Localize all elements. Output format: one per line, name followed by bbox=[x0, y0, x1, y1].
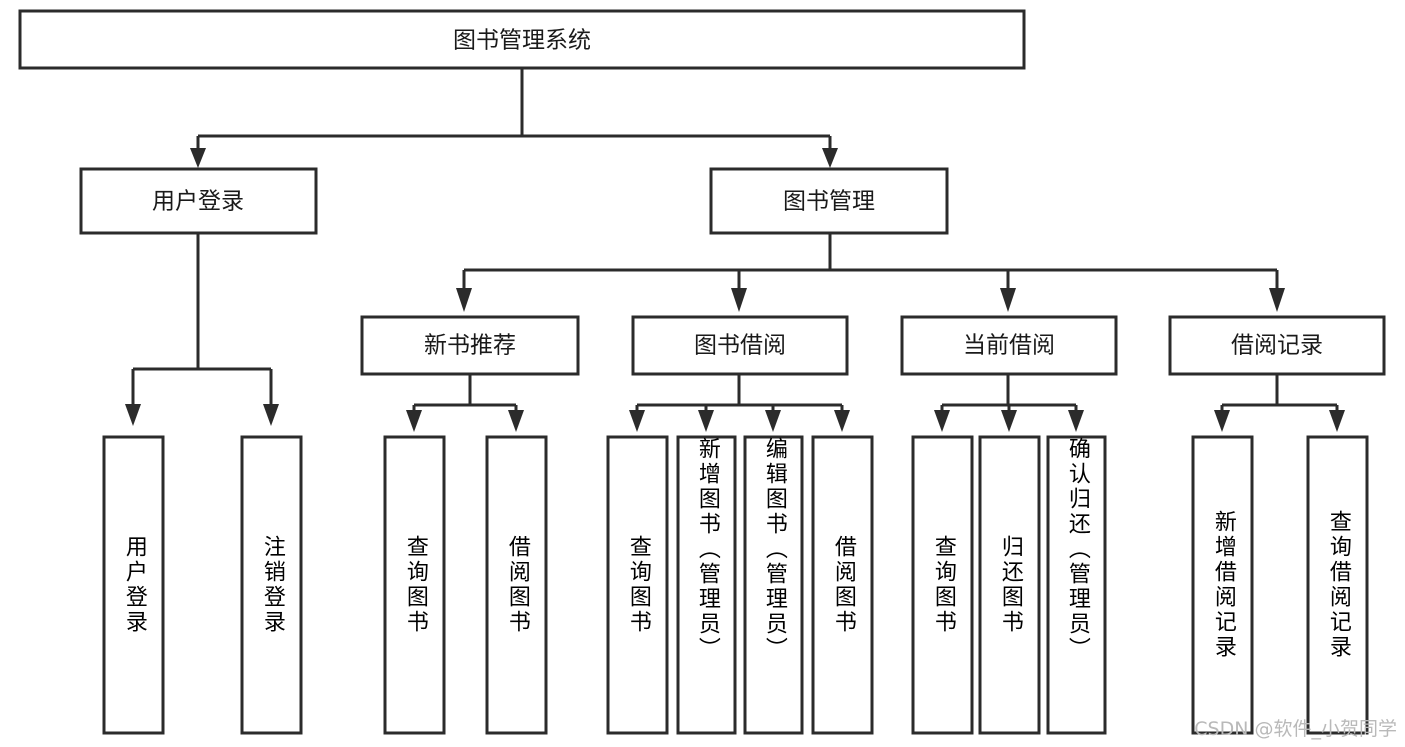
arrow-book-manage-child-1 bbox=[456, 288, 472, 312]
node-new-book-recommend[interactable]: 新书推荐 bbox=[360, 315, 580, 376]
arrow-user-login-leaf-1 bbox=[125, 404, 141, 426]
arrow-current-leaf-2 bbox=[1001, 410, 1017, 432]
node-book-manage-label: 图书管理 bbox=[783, 189, 875, 215]
leaf-box-query-book-2[interactable] bbox=[606, 435, 669, 735]
leaf-box-add-book[interactable] bbox=[676, 435, 737, 735]
node-current-borrow[interactable]: 当前借阅 bbox=[900, 315, 1118, 376]
leaf-box-edit-book[interactable] bbox=[743, 435, 804, 735]
arrow-recommend-leaf-2 bbox=[508, 410, 524, 432]
leaf-box-borrow-book-1[interactable] bbox=[485, 435, 548, 735]
leaf-box-return-book[interactable] bbox=[978, 435, 1041, 735]
leaf-box-borrow-book-2[interactable] bbox=[811, 435, 874, 735]
node-book-borrow-label: 图书借阅 bbox=[694, 333, 786, 359]
leaf-box-user-login[interactable] bbox=[102, 435, 165, 735]
leaf-box-confirm-return[interactable] bbox=[1046, 435, 1107, 735]
arrow-borrow-leaf-3 bbox=[765, 410, 781, 432]
connector-layer bbox=[125, 68, 1345, 432]
node-book-manage[interactable]: 图书管理 bbox=[709, 167, 949, 235]
arrow-record-leaf-1 bbox=[1214, 410, 1230, 432]
arrow-book-manage-child-3 bbox=[1000, 288, 1016, 312]
arrow-current-leaf-1 bbox=[934, 410, 950, 432]
node-user-login[interactable]: 用户登录 bbox=[79, 167, 318, 235]
leaf-box-add-record[interactable] bbox=[1191, 435, 1254, 735]
arrow-borrow-leaf-4 bbox=[834, 410, 850, 432]
node-user-login-label: 用户登录 bbox=[152, 189, 244, 215]
node-root-label: 图书管理系统 bbox=[453, 28, 591, 54]
watermark-text: CSDN @软件_小贺同学 bbox=[1194, 718, 1397, 740]
node-new-book-recommend-label: 新书推荐 bbox=[424, 333, 516, 359]
arrow-borrow-leaf-2 bbox=[698, 410, 714, 432]
arrow-recommend-leaf-1 bbox=[406, 410, 422, 432]
leaf-boxes bbox=[102, 435, 1369, 735]
leaf-box-query-book-3[interactable] bbox=[911, 435, 974, 735]
node-current-borrow-label: 当前借阅 bbox=[963, 333, 1055, 359]
leaf-box-query-record[interactable] bbox=[1306, 435, 1369, 735]
arrow-borrow-leaf-1 bbox=[629, 410, 645, 432]
arrow-book-manage-child-4 bbox=[1269, 288, 1285, 312]
arrow-book-manage-child-2 bbox=[731, 288, 747, 312]
node-borrow-record[interactable]: 借阅记录 bbox=[1168, 315, 1386, 376]
arrow-root-to-book-manage bbox=[822, 148, 838, 168]
node-root[interactable]: 图书管理系统 bbox=[18, 9, 1026, 70]
node-book-borrow[interactable]: 图书借阅 bbox=[631, 315, 849, 376]
node-borrow-record-label: 借阅记录 bbox=[1231, 333, 1323, 359]
arrow-user-login-leaf-2 bbox=[263, 404, 279, 426]
leaf-box-query-book-1[interactable] bbox=[383, 435, 446, 735]
arrow-record-leaf-2 bbox=[1329, 410, 1345, 432]
arrow-root-to-user-login bbox=[190, 148, 206, 168]
leaf-box-logout[interactable] bbox=[240, 435, 303, 735]
arrow-current-leaf-3 bbox=[1068, 410, 1084, 432]
